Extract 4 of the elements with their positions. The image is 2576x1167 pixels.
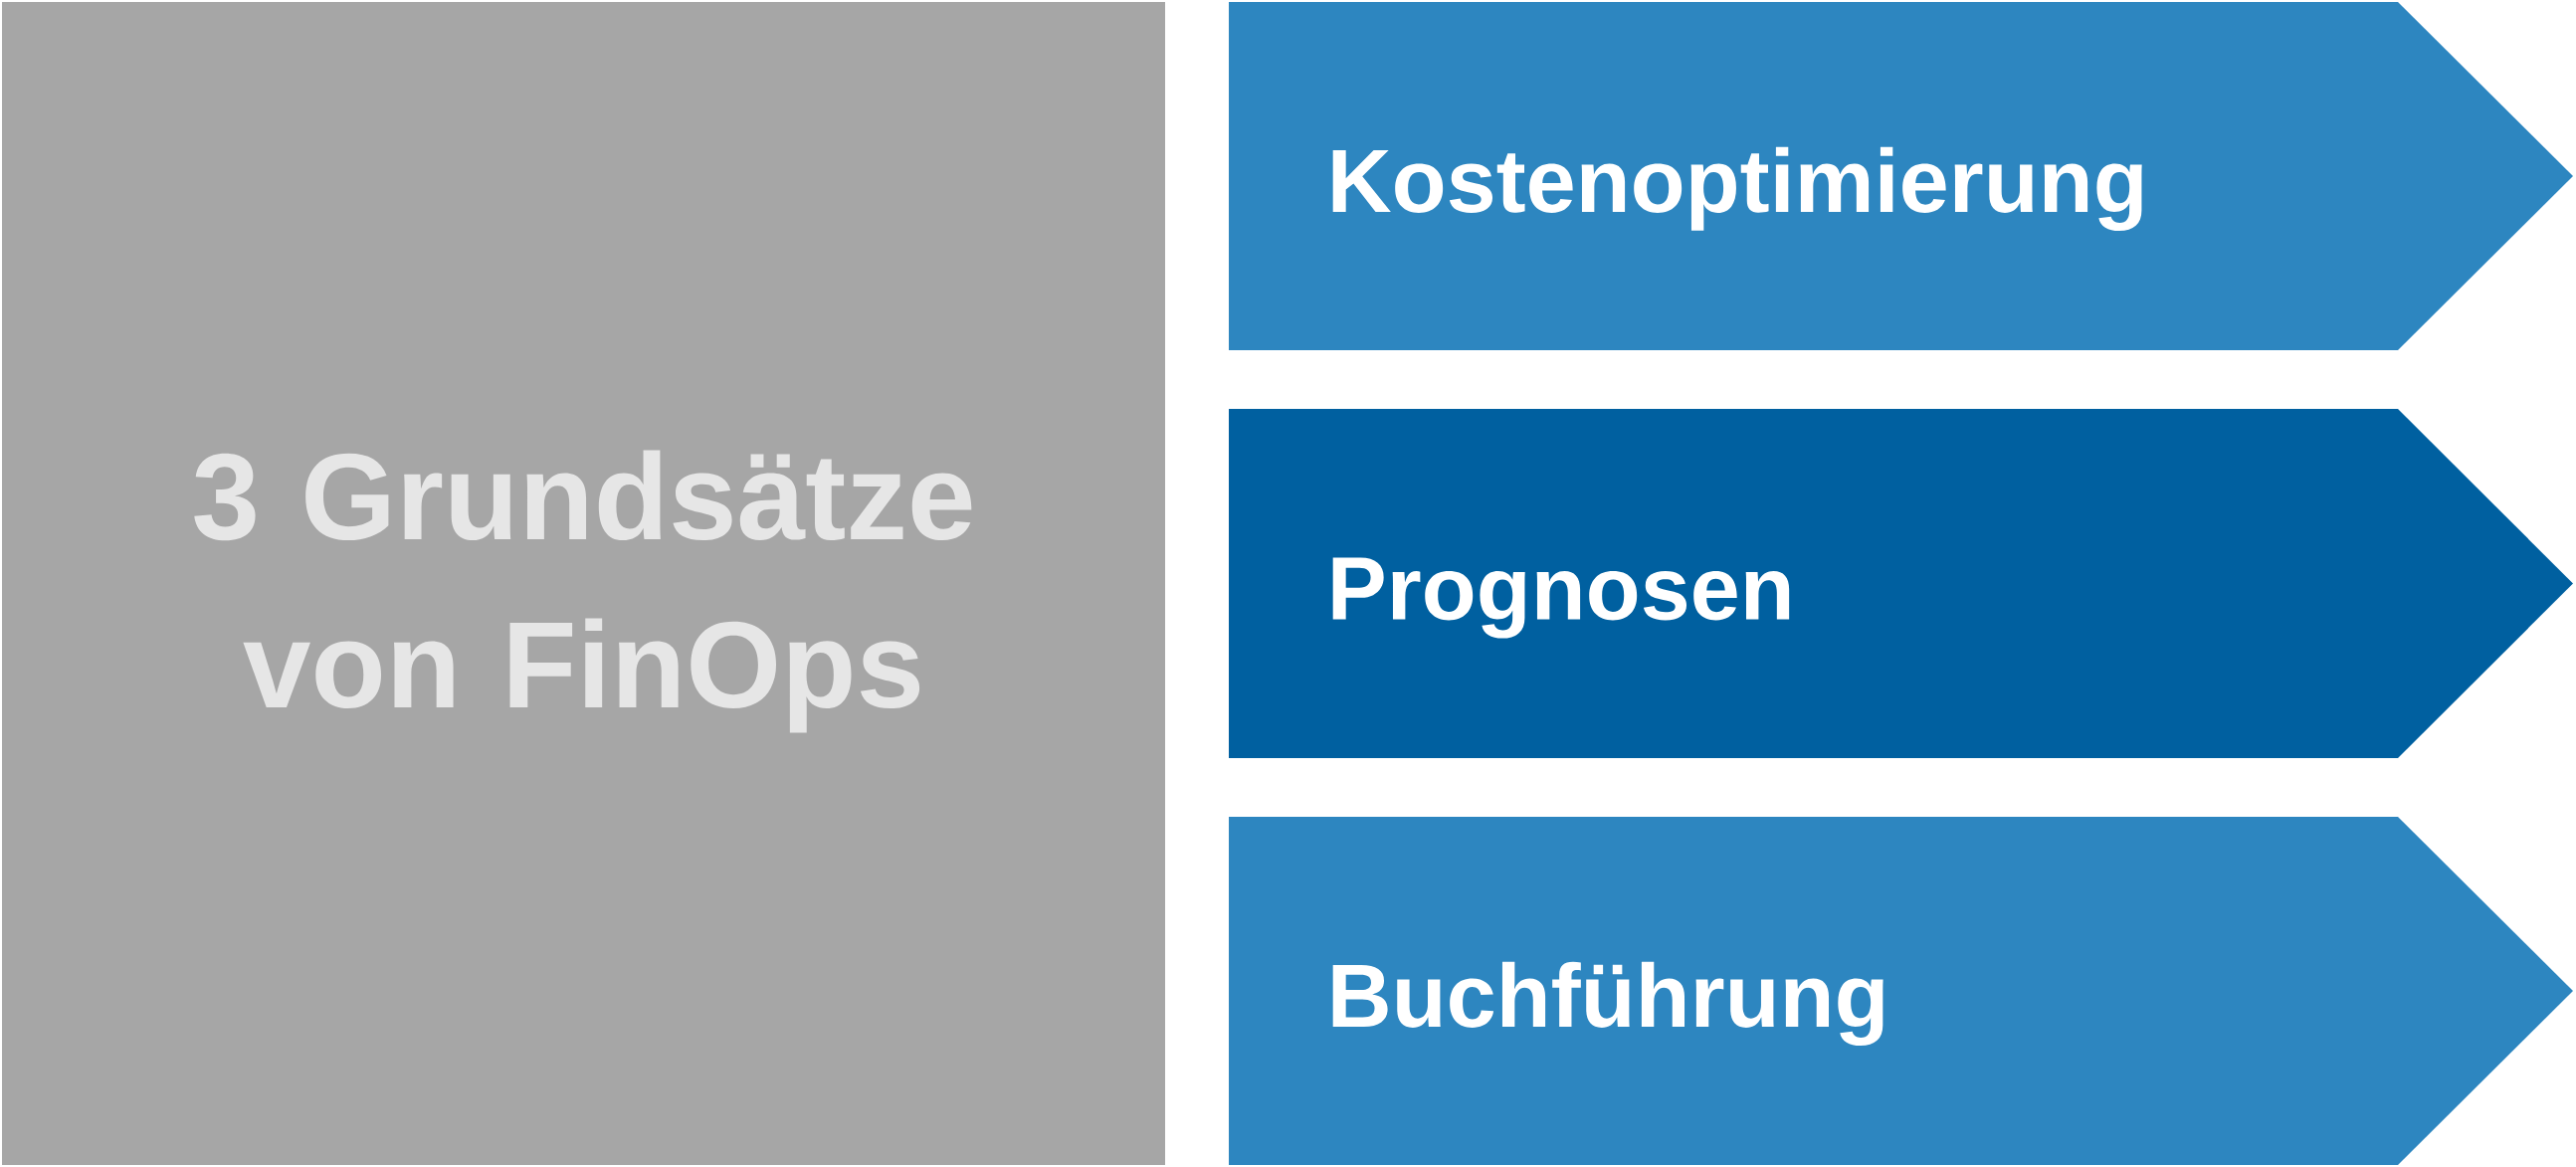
heading-box: 3 Grundsätze von FinOps xyxy=(2,2,1165,1165)
arrow-box: Prognosen xyxy=(1229,409,2573,758)
arrow-box: Kostenoptimierung xyxy=(1229,2,2573,350)
arrow-box: Buchführung xyxy=(1229,817,2573,1165)
